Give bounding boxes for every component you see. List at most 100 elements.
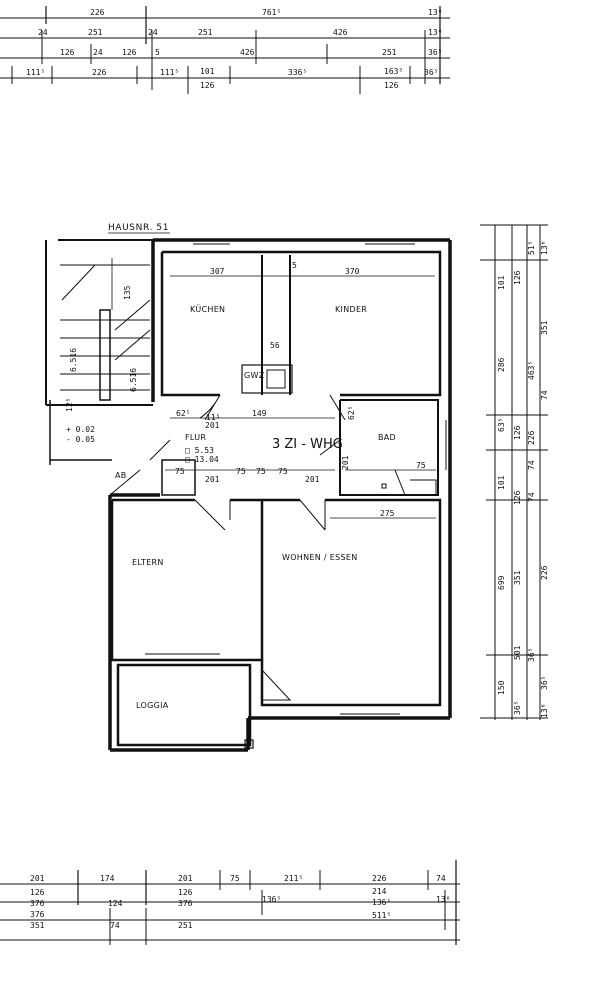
apartment-label: 3 ZI - WHG [272, 437, 343, 452]
dim-bottom-2-b: 126 [178, 888, 193, 897]
hall-area-1: □ 5.53 [185, 446, 214, 455]
dim-right-4-e: 36⁵ [540, 676, 549, 690]
dim-bottom-1-f: 226 [372, 874, 387, 883]
level-note-1: + 0.02 [66, 425, 95, 434]
dim-corr-3: 75 [236, 467, 246, 476]
dim-right-3-c: 226 [527, 430, 536, 445]
dim-right-2-c: 351 [513, 570, 522, 585]
dim-bottom-4-c: 251 [178, 921, 193, 930]
dim-right-1-d: 101 [497, 475, 506, 490]
dim-bottom-3-d: 136⁵ [262, 895, 281, 904]
right-dimension-chains: 101 286 63⁵ 101 699 150 126 126 351 126 … [480, 224, 549, 720]
dim-bottom-1-d: 75 [230, 874, 240, 883]
dim-corr-2: 201 [205, 475, 220, 484]
dim-right-4-d: 226 [540, 565, 549, 580]
dim-top-3-f: 251 [382, 48, 397, 57]
dim-stair: 135 [123, 285, 132, 300]
dim-top-2-f: 13⁶ [428, 28, 442, 37]
dim-right-2-b: 126 [513, 425, 522, 440]
dim-bottom-1-c: 201 [178, 874, 193, 883]
dim-top-4-e: 336⁵ [288, 68, 307, 77]
dim-top-3-g: 36⁵ [428, 48, 442, 57]
dim-right-3-f: 74 [527, 492, 536, 502]
dim-hall-3: 62⁵ [176, 409, 190, 418]
dim-right-1-e: 699 [497, 575, 506, 590]
dim-corr-1: 75 [175, 467, 185, 476]
small-notes: □ 5.53 □ 13.04 6.516 6.516 + 0.02 - 0.05 [66, 348, 219, 464]
dim-top-4-d: 101 [200, 67, 215, 76]
room-label-living: WOHNEN / ESSEN [282, 553, 357, 562]
dim-hall-1: 149 [252, 409, 267, 418]
dim-top-4-h: 126 [200, 81, 215, 90]
room-labels: KÜCHEN KINDER FLUR BAD AB ELTERN WOHNEN … [115, 304, 396, 710]
stairwell [60, 258, 151, 401]
dim-top-1-b: 761⁵ [262, 8, 281, 17]
dim-bottom-4-d: 511⁵ [372, 911, 391, 920]
dim-bath-width: 75 [416, 461, 426, 470]
dim-hall-4: 11⁵ [206, 413, 220, 422]
dim-left: 12⁵ [65, 398, 74, 412]
dim-bottom-3-b: 124 [108, 899, 123, 908]
room-label-hall: FLUR [185, 433, 206, 442]
dim-bath-height-2: 201 [341, 455, 350, 470]
dim-right-3-e: 36⁵ [527, 648, 536, 662]
dim-bottom-3-a: 376 [178, 899, 193, 908]
dim-top-3-a: 126 [60, 48, 75, 57]
dim-top-2-c: 24 [148, 28, 158, 37]
dim-corr-6: 201 [305, 475, 320, 484]
dim-right-1-a: 101 [497, 275, 506, 290]
dim-corr-4: 75 [256, 467, 266, 476]
plan-title: HAUSNR. 51 [108, 223, 169, 233]
dim-top-2-a: 24 [38, 28, 48, 37]
hall-area-2: □ 13.04 [185, 455, 219, 464]
dim-bath-height: 62⁵ [347, 406, 356, 420]
dim-top-4-b: 226 [92, 68, 107, 77]
dim-right-3-d: 74 [527, 460, 536, 470]
dim-right-2-a: 126 [513, 270, 522, 285]
dim-top-4-i: 126 [384, 81, 399, 90]
dim-top-4-f: 163⁵ [384, 67, 403, 76]
dim-corr-5: 75 [278, 467, 288, 476]
dim-right-1-b: 286 [497, 357, 506, 372]
room-label-loggia: LOGGIA [136, 701, 169, 710]
dim-right-2-f: 36⁵ [513, 701, 522, 715]
dim-top-1-a: 226 [90, 8, 105, 17]
dim-hall-2: 201 [205, 421, 220, 430]
dim-right-3-b: 463⁵ [527, 361, 536, 380]
dim-right-4-b: 351 [540, 320, 549, 335]
dim-top-3-d: 5 [155, 48, 160, 57]
dim-top-2-e: 426 [333, 28, 348, 37]
dim-top-3-c: 126 [122, 48, 137, 57]
dim-top-4-c: 111⁵ [160, 68, 179, 77]
exterior-walls [45, 238, 452, 752]
dim-right-2-d: 126 [513, 490, 522, 505]
dim-kitchen-width: 307 [210, 267, 225, 276]
room-label-storage: AB [115, 471, 127, 480]
dim-bottom-4-a: 351 [30, 921, 45, 930]
dim-bottom-1-e: 211⁵ [284, 874, 303, 883]
dim-bottom-2-d: 214 [372, 887, 387, 896]
room-label-parents: ELTERN [132, 558, 164, 567]
dim-bottom-3-e: 13⁶ [436, 895, 450, 904]
stair-note-left: 6.516 [69, 348, 78, 372]
dim-right-1-c: 63⁵ [497, 418, 506, 432]
dim-right-1-f: 150 [497, 680, 506, 695]
level-note-2: - 0.05 [66, 435, 95, 444]
dim-top-3-b: 24 [93, 48, 103, 57]
dim-shaft-1: 5 [292, 261, 297, 270]
interior-walls [109, 250, 442, 749]
dim-top-2-b: 251 [88, 28, 103, 37]
dim-shaft-2: 56 [270, 341, 280, 350]
room-label-bath: BAD [378, 433, 396, 442]
dim-right-4-c: 74 [540, 390, 549, 400]
dim-right-2-e: 501 [513, 645, 522, 660]
dim-top-4-g: 36⁵ [424, 68, 438, 77]
dim-bottom-1-a: 201 [30, 874, 45, 883]
room-label-boiler: GWZ [244, 371, 265, 380]
dim-bottom-1-g: 74 [436, 874, 446, 883]
dim-top-2-d: 251 [198, 28, 213, 37]
dim-bottom-3-c: 376 [30, 910, 45, 919]
dim-top-4-a: 111⁵ [26, 68, 45, 77]
dim-bottom-2-c: 376 [30, 899, 45, 908]
